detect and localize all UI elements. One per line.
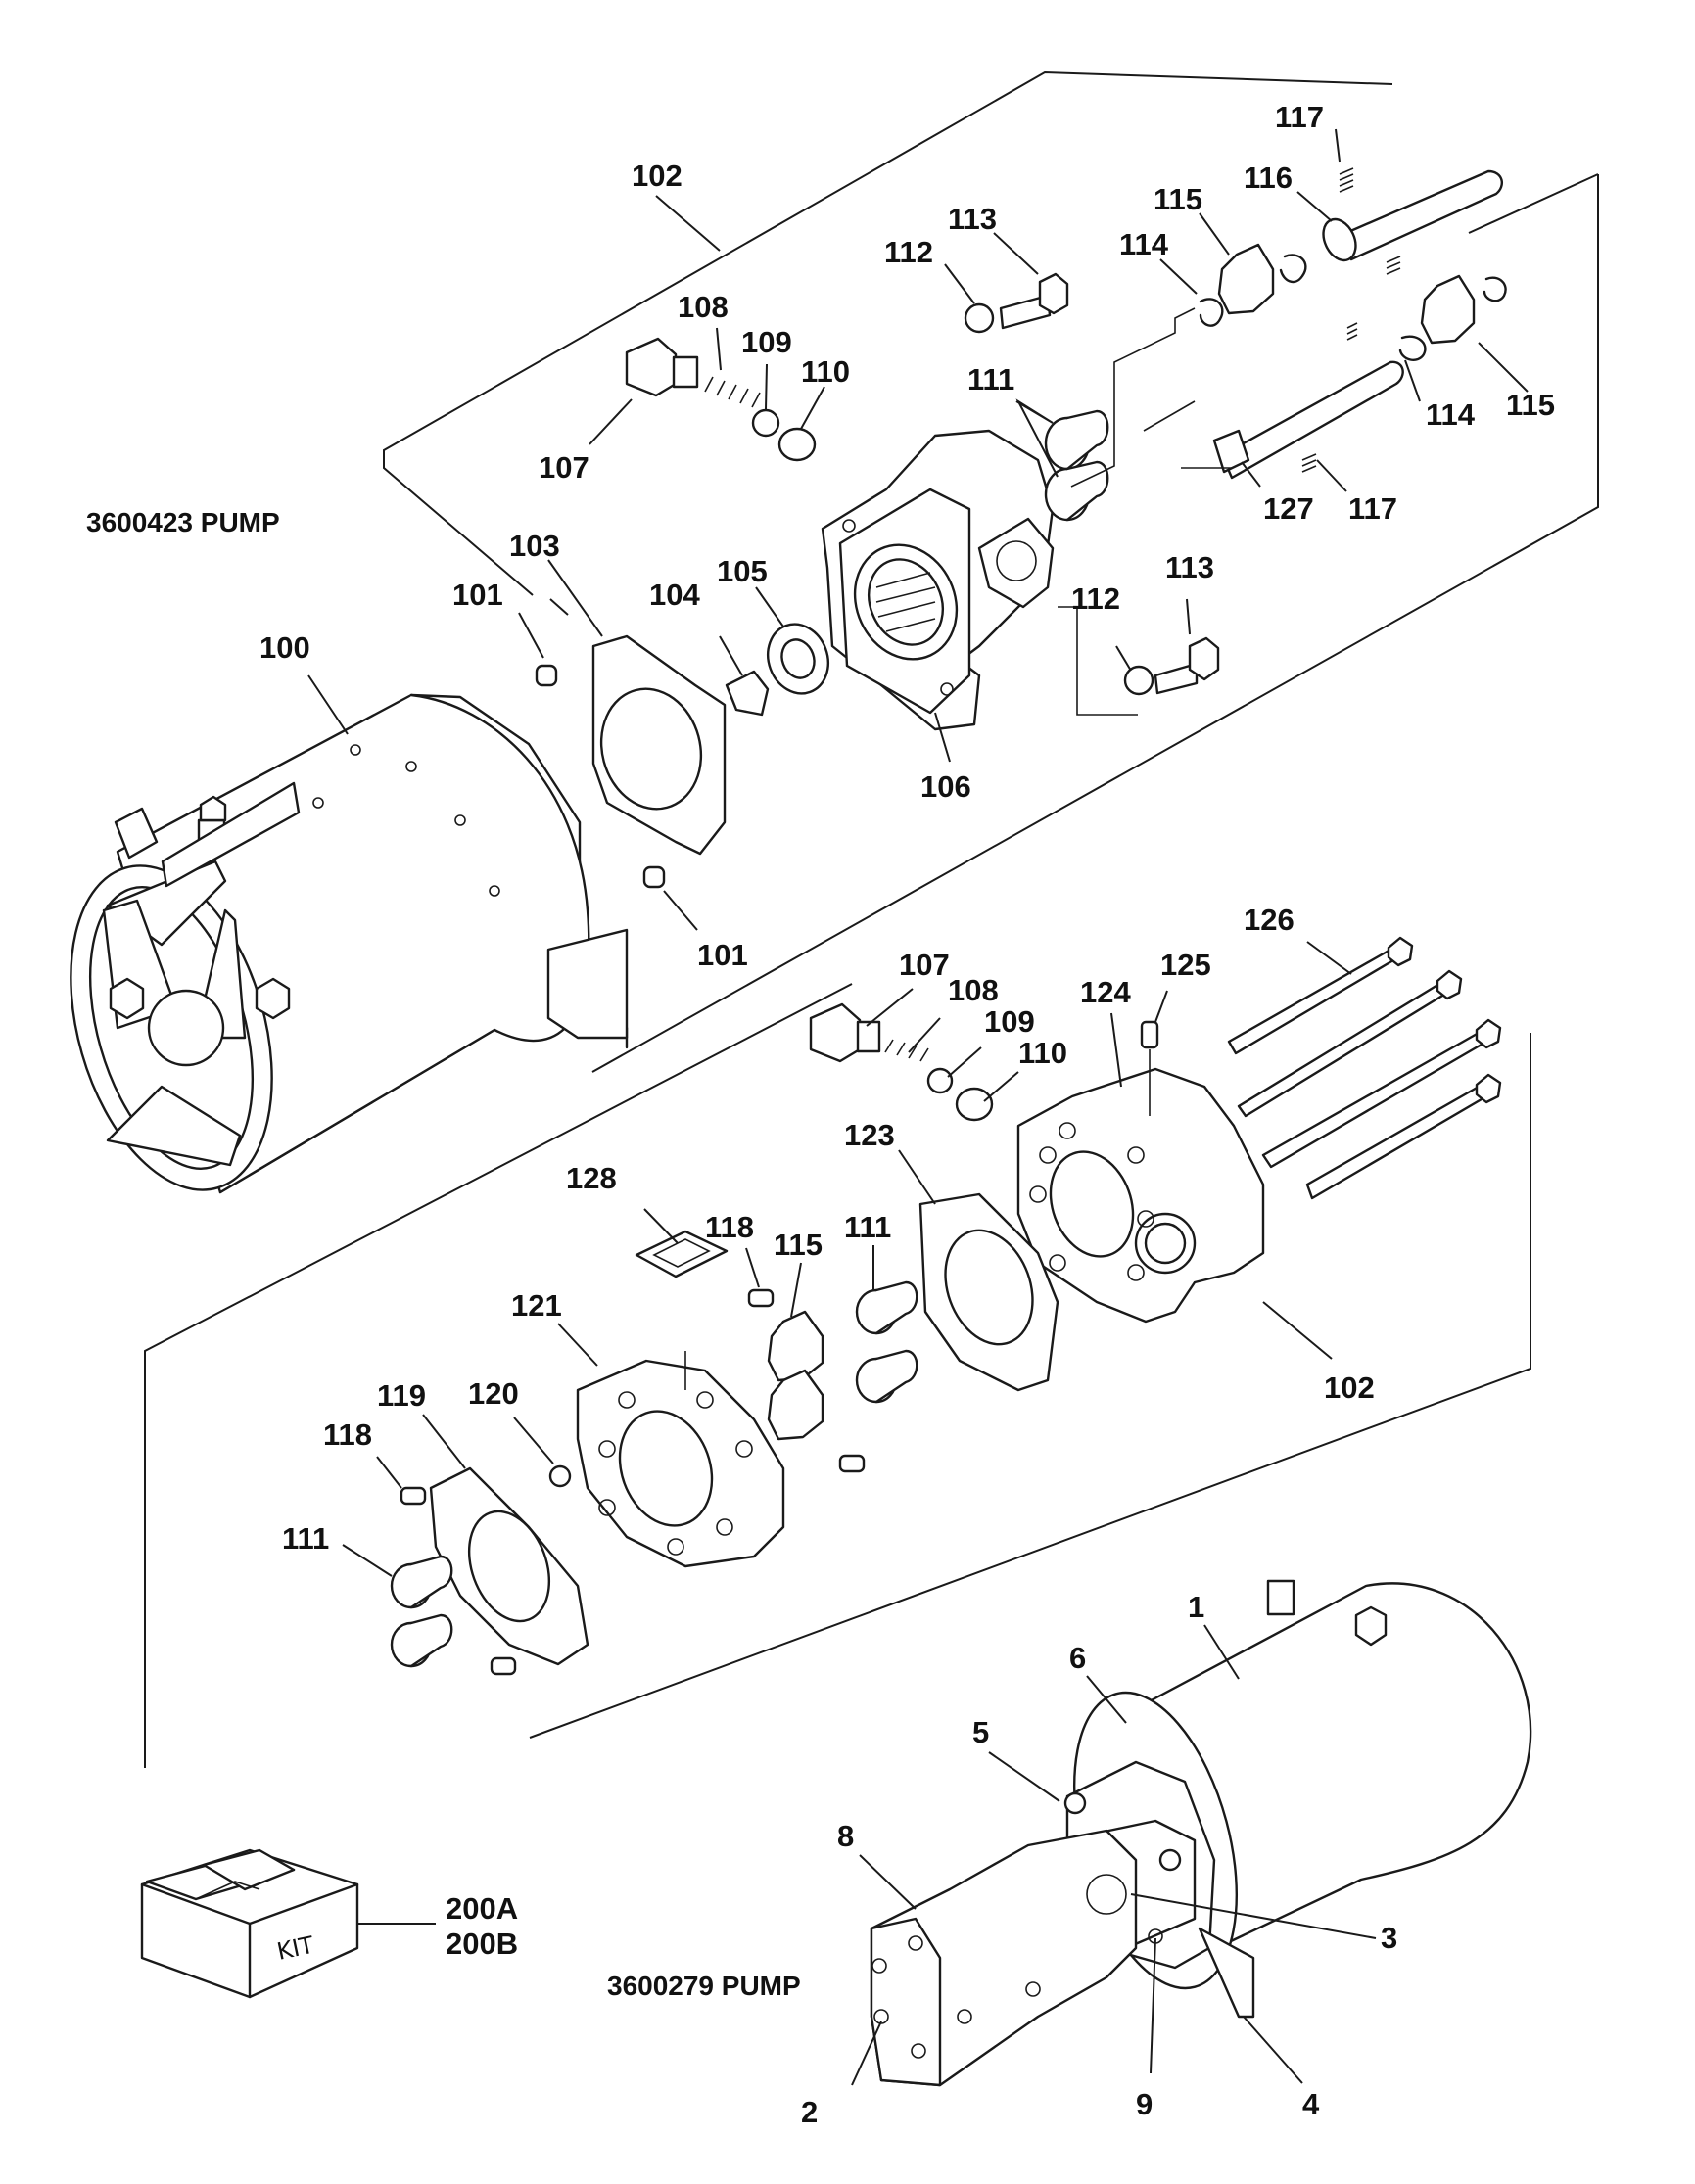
callout-102-b: 102 [1324,1371,1375,1405]
callout-112: 112 [884,235,933,269]
callout-109-b: 109 [984,1004,1035,1039]
lower-pump-section [390,936,1502,1676]
callout-108-b: 108 [948,973,999,1007]
callout-labels: 117 102 116 113 115 112 114 108 109 110 … [259,100,1555,2129]
callout-101-b: 101 [697,938,748,972]
callout-103: 103 [509,529,560,563]
callout-119: 119 [377,1378,426,1413]
callout-106: 106 [920,769,971,804]
upper-shafts-gears [964,167,1507,716]
callout-120: 120 [468,1376,519,1411]
callout-126: 126 [1244,903,1295,937]
callout-108: 108 [678,290,729,324]
callout-109: 109 [741,325,792,359]
callout-116: 116 [1244,161,1293,195]
pump-housing-106 [821,429,1055,731]
callout-124: 124 [1080,975,1131,1009]
callout-105: 105 [717,554,768,588]
callout-115-c: 115 [774,1228,823,1262]
callout-118: 118 [705,1210,754,1244]
callout-110: 110 [801,354,850,389]
upper-assembly-frame [383,70,1599,1073]
callout-111-b: 111 [844,1210,891,1244]
callout-117-b: 117 [1348,491,1397,526]
callout-3: 3 [1381,1921,1397,1955]
callout-5: 5 [972,1715,989,1749]
callout-115: 115 [1154,182,1202,216]
kit-box: KIT [140,1848,359,1999]
assembly-label-3600423: 3600423 PUMP [86,507,280,537]
callout-104: 104 [649,578,700,612]
kit-part-200a: 200A [446,1891,518,1926]
callout-125: 125 [1160,948,1211,982]
leader-lines [307,128,1529,2086]
callout-114-b: 114 [1426,397,1476,432]
callout-100: 100 [259,630,310,665]
lower-assembly-frame [144,983,1531,1768]
callout-111-c: 111 [282,1521,329,1556]
callout-114: 114 [1119,227,1169,261]
callout-107-b: 107 [899,948,950,982]
callout-101: 101 [452,578,503,612]
motor-100 [70,693,629,1194]
callout-9: 9 [1136,2087,1153,2121]
callout-4: 4 [1302,2087,1320,2121]
callout-111: 111 [967,362,1014,396]
callout-118-b: 118 [323,1417,372,1452]
callout-102: 102 [632,159,683,193]
callout-128: 128 [566,1161,617,1195]
callout-113: 113 [948,202,997,236]
callout-2: 2 [801,2095,818,2129]
callout-6: 6 [1069,1641,1086,1675]
callout-110-b: 110 [1018,1036,1067,1070]
upper-small-parts [535,337,829,889]
gasket-103 [591,634,727,856]
callout-113-b: 113 [1165,550,1214,584]
callout-117: 117 [1275,100,1324,134]
callout-1: 1 [1188,1590,1204,1624]
callout-123: 123 [844,1118,895,1152]
callout-115-b: 115 [1506,388,1555,422]
callout-127: 127 [1263,491,1314,526]
callout-8: 8 [837,1819,854,1853]
assembled-pump-3600279 [870,1579,1532,2087]
callout-112-b: 112 [1071,581,1120,616]
kit-part-200b: 200B [446,1927,518,1961]
callout-107: 107 [539,450,589,485]
callout-121: 121 [511,1288,562,1323]
assembly-label-3600279: 3600279 PUMP [607,1971,801,2001]
